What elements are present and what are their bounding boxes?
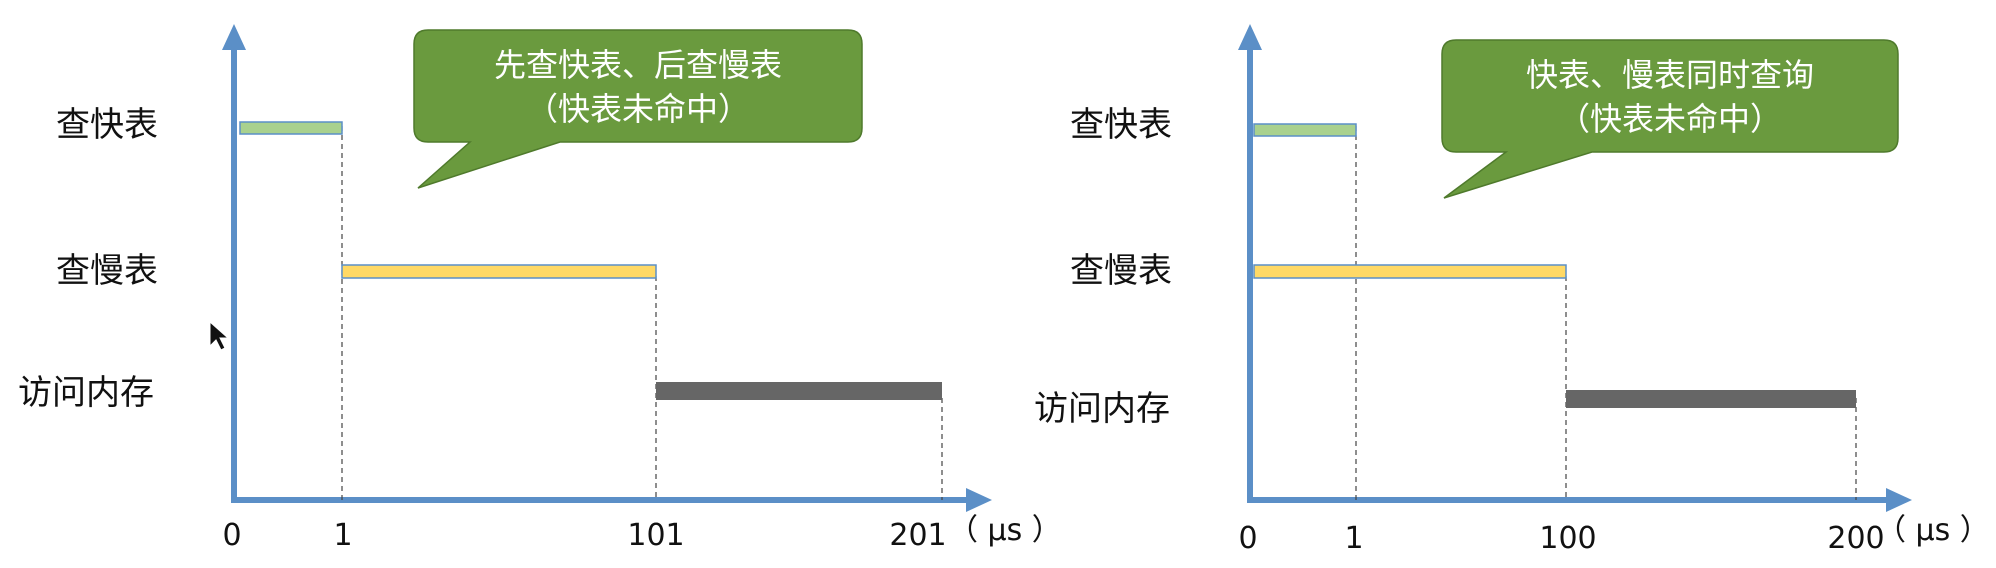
callout-line-1: 快表、慢表同时查询 <box>1526 56 1814 94</box>
callout-line-2: （快表未命中） <box>1558 100 1782 138</box>
x-axis-arrowhead <box>966 488 992 512</box>
mouse-cursor-icon <box>209 320 230 351</box>
diagram-parallel: 查快表 查慢表 访问内存 0 1 100 200 （ μs ） 快表、慢表同时查… <box>1034 24 1990 556</box>
y-axis-arrowhead <box>222 24 246 50</box>
bar-fast-table <box>1253 123 1357 137</box>
bar-fast-table <box>239 121 343 135</box>
bar-memory-access <box>656 382 942 400</box>
bar-slow-table <box>1253 264 1567 279</box>
tick-label-1: 1 <box>1344 521 1363 556</box>
callout-bubble <box>1441 39 1899 199</box>
x-axis-arrowhead <box>1886 488 1912 512</box>
callout-line-1: 先查快表、后查慢表 <box>494 46 782 84</box>
callout-parallel: 快表、慢表同时查询 （快表未命中） <box>1441 39 1899 199</box>
diagram-sequential: 查快表 查慢表 访问内存 0 1 101 201 （ μs ） 先查快表、后查慢… <box>18 24 1062 553</box>
bar-slow-table <box>341 264 657 279</box>
y-axis-arrowhead <box>1238 24 1262 50</box>
row-label-memory-access: 访问内存 <box>1034 389 1170 429</box>
callout-bubble <box>413 29 863 189</box>
row-label-memory-access: 访问内存 <box>18 373 154 413</box>
row-label-fast-table: 查快表 <box>1070 105 1172 145</box>
row-label-slow-table: 查慢表 <box>1070 251 1172 291</box>
unit-label: （ μs ） <box>948 513 1062 548</box>
tick-label-101: 101 <box>627 518 684 553</box>
bar-memory-access <box>1566 390 1856 408</box>
callout-sequential: 先查快表、后查慢表 （快表未命中） <box>413 29 863 189</box>
tick-label-100: 100 <box>1539 521 1596 556</box>
tick-label-1: 1 <box>333 518 352 553</box>
unit-label: （ μs ） <box>1876 513 1990 548</box>
callout-line-2: （快表未命中） <box>526 90 750 128</box>
row-label-fast-table: 查快表 <box>56 105 158 145</box>
tick-label-0: 0 <box>1238 521 1257 556</box>
row-label-slow-table: 查慢表 <box>56 251 158 291</box>
tick-label-200: 200 <box>1827 521 1884 556</box>
tick-label-201: 201 <box>889 518 946 553</box>
tick-label-0: 0 <box>222 518 241 553</box>
